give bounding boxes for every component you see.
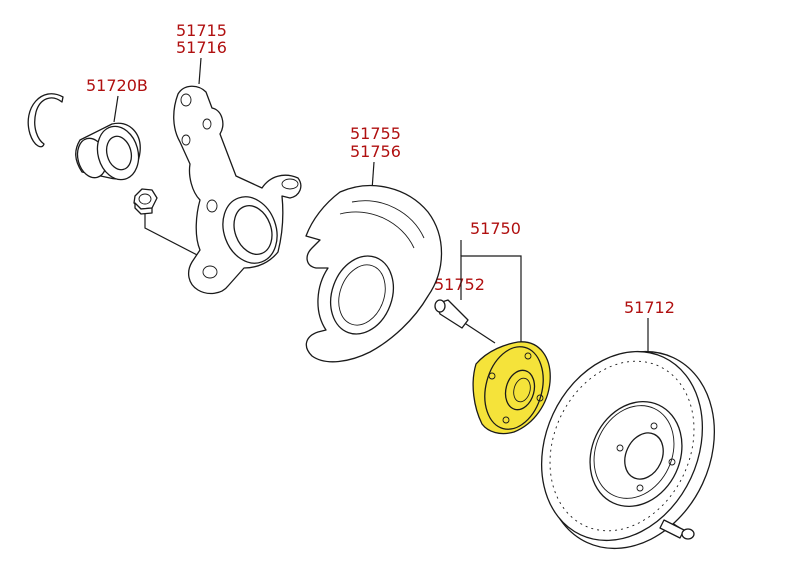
disc-screw[interactable] (659, 519, 695, 540)
label-disc[interactable]: 51712 (624, 298, 675, 317)
dust-cover[interactable] (305, 185, 443, 363)
wheel-bearing[interactable] (73, 122, 144, 185)
brake-disc[interactable] (512, 324, 746, 577)
label-dust-cover-lh[interactable]: 51755 (350, 124, 401, 143)
wheel-hub[interactable] (472, 340, 552, 436)
label-dust-cover-rh[interactable]: 51756 (350, 142, 401, 161)
label-hub-bolt[interactable]: 51752 (434, 275, 485, 294)
snap-ring[interactable] (27, 93, 64, 148)
label-knuckle-rh[interactable]: 51716 (176, 38, 227, 57)
steering-knuckle[interactable] (173, 85, 302, 295)
hub-bolt[interactable] (434, 299, 469, 329)
label-knuckle-lh[interactable]: 51715 (176, 21, 227, 40)
label-hub[interactable]: 51750 (470, 219, 521, 238)
label-bearing[interactable]: 51720B (86, 76, 148, 95)
hex-nut[interactable] (133, 188, 158, 215)
